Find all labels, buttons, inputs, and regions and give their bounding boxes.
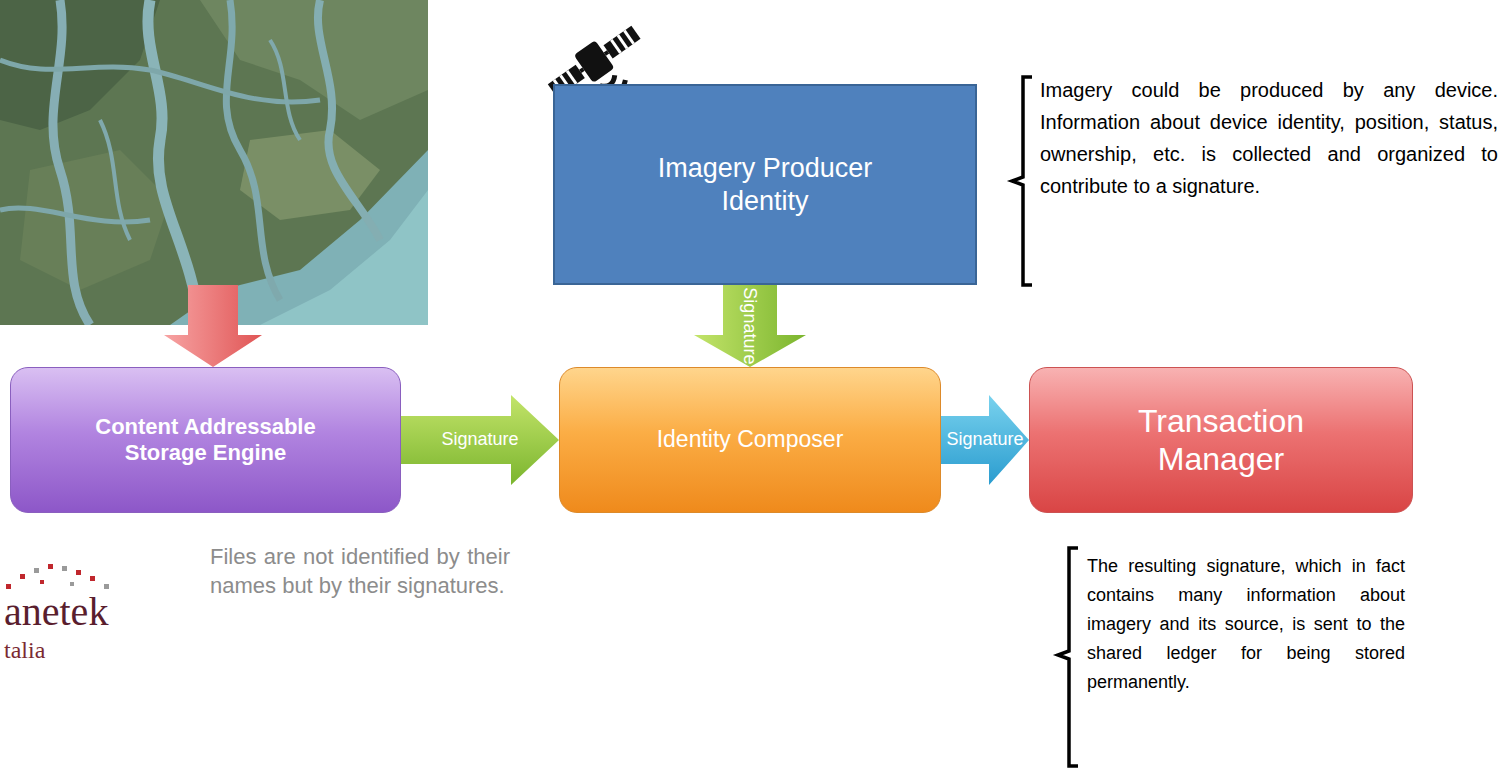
note-bracket xyxy=(1012,77,1032,285)
logo-dots xyxy=(6,564,109,589)
node-label: Identity Composer xyxy=(657,426,844,454)
node-label: Imagery Producer Identity xyxy=(635,152,895,217)
note-bracket xyxy=(1058,548,1078,766)
node-label: Content Addressable Storage Engine xyxy=(71,414,340,467)
logo-text: talia xyxy=(4,636,45,664)
process-box: Transaction Manager xyxy=(1029,367,1413,513)
arrow-label: Signature xyxy=(740,287,760,364)
note-text: Files are not identified by their names … xyxy=(210,542,510,600)
note-text: The resulting signature, which in fact c… xyxy=(1087,552,1405,697)
arrow-label: Signature xyxy=(441,430,518,450)
block-arrow xyxy=(941,395,1029,485)
note-text: Imagery could be produced by any device.… xyxy=(1040,74,1498,202)
input-arrow xyxy=(164,285,262,367)
node-label: Transaction Manager xyxy=(1080,402,1362,479)
logo-text: anetek xyxy=(4,590,108,634)
process-box: Identity Composer xyxy=(559,367,941,513)
process-box: Content Addressable Storage Engine xyxy=(10,367,401,513)
block-arrow xyxy=(401,395,559,485)
producer-box: Imagery Producer Identity xyxy=(553,84,977,285)
arrow-label: Signature xyxy=(946,430,1023,450)
satellite-image xyxy=(0,0,428,325)
block-arrow xyxy=(694,285,806,367)
